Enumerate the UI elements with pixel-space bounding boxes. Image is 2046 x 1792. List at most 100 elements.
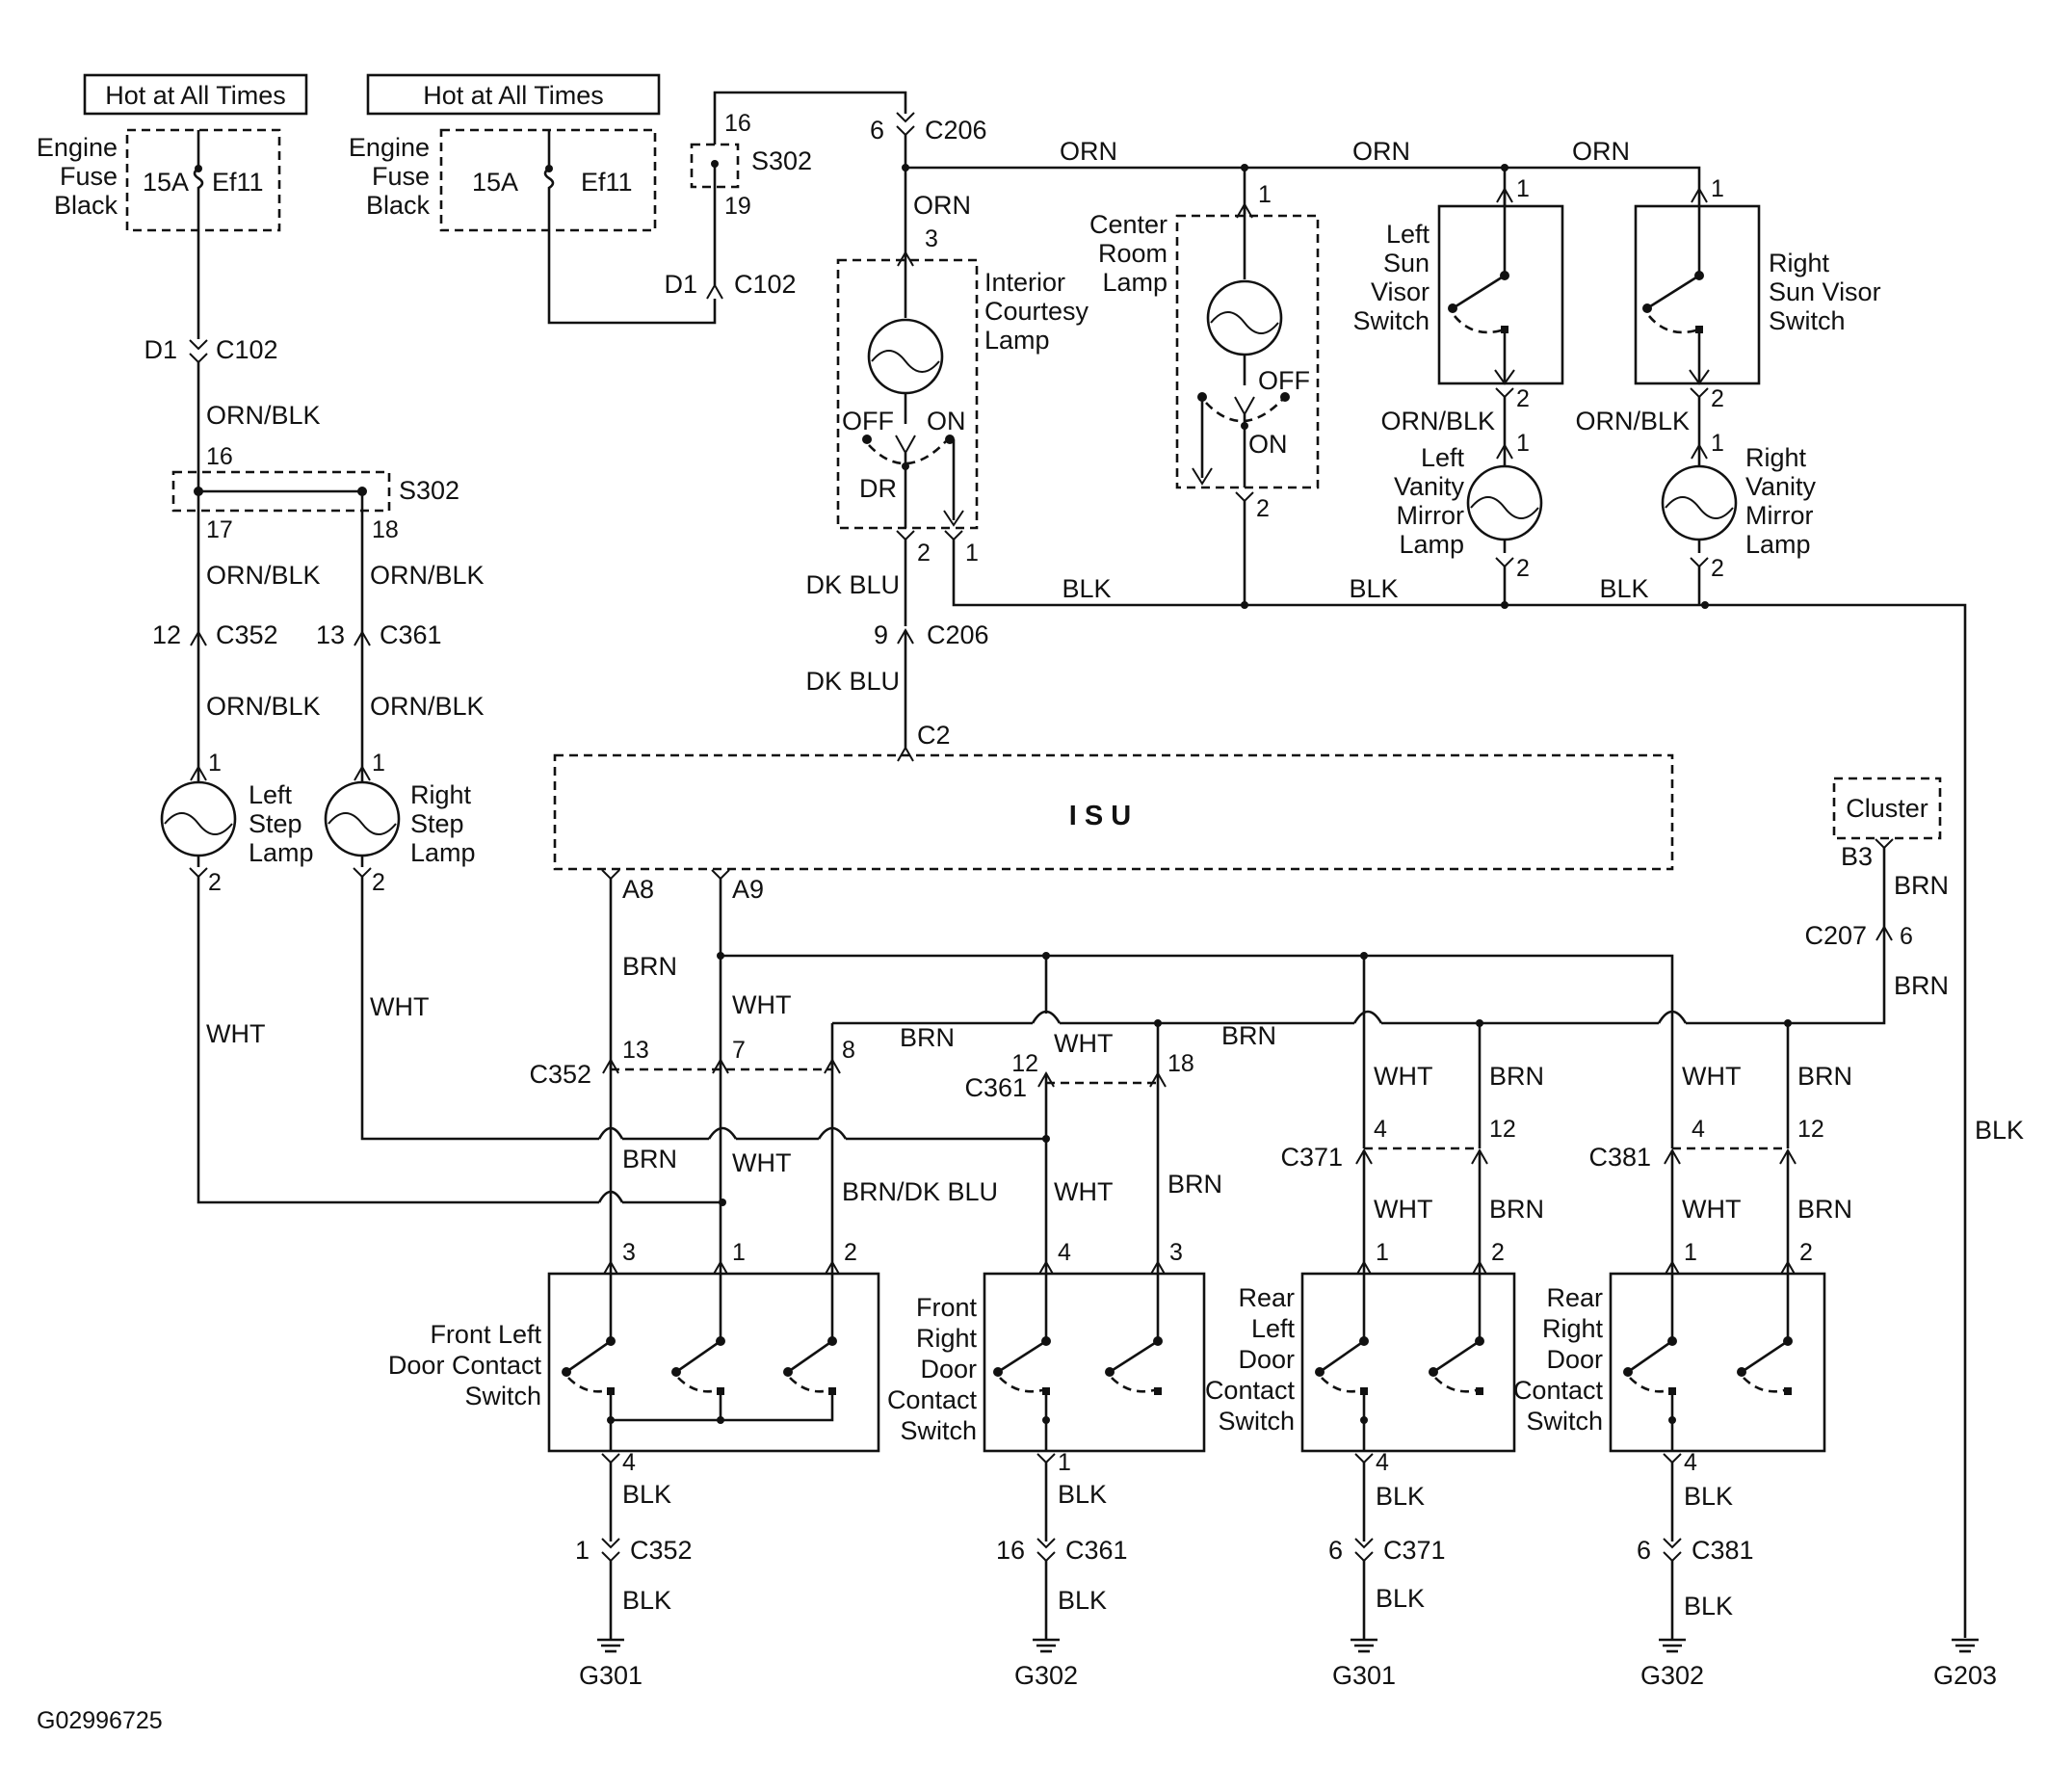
svg-text:ORN/BLK: ORN/BLK [206,401,321,430]
svg-text:8: 8 [842,1037,855,1064]
svg-text:ORN/BLK: ORN/BLK [370,561,485,590]
svg-text:BRN/DK BLU: BRN/DK BLU [842,1177,998,1206]
svg-text:Switch: Switch [1352,306,1430,335]
svg-text:C361: C361 [964,1073,1027,1102]
svg-text:17: 17 [206,516,233,543]
svg-text:2: 2 [1799,1239,1813,1266]
svg-text:WHT: WHT [1374,1195,1432,1224]
svg-text:WHT: WHT [1374,1062,1432,1091]
svg-text:1: 1 [1376,1239,1389,1266]
svg-text:BRN: BRN [622,1145,677,1173]
svg-text:Right: Right [410,780,472,809]
svg-text:Black: Black [366,191,431,220]
svg-text:BLK: BLK [1058,1586,1107,1615]
svg-text:Right: Right [1769,249,1830,277]
svg-text:BLK: BLK [1684,1482,1733,1511]
svg-text:4: 4 [1684,1449,1697,1476]
svg-text:BLK: BLK [1599,574,1648,603]
svg-text:WHT: WHT [370,992,429,1021]
svg-text:Door: Door [1238,1345,1295,1374]
svg-text:3: 3 [1169,1239,1183,1266]
svg-text:BLK: BLK [622,1586,671,1615]
svg-text:A9: A9 [732,875,764,904]
svg-text:Fuse: Fuse [372,162,430,191]
svg-text:S302: S302 [751,146,812,175]
svg-text:Lamp: Lamp [249,838,314,867]
svg-text:C361: C361 [380,620,442,649]
svg-text:Lamp: Lamp [1399,530,1464,559]
svg-text:G302: G302 [1640,1661,1704,1690]
svg-text:1: 1 [1711,430,1724,457]
svg-text:WHT: WHT [206,1019,265,1048]
svg-text:BLK: BLK [1376,1482,1425,1511]
svg-text:BRN: BRN [622,952,677,981]
svg-text:Room: Room [1098,239,1167,268]
svg-text:12: 12 [1797,1116,1824,1143]
svg-text:6: 6 [870,116,884,145]
svg-text:OFF: OFF [842,407,894,435]
svg-text:C207: C207 [1804,921,1867,950]
svg-text:Sun: Sun [1383,249,1430,277]
svg-text:Lamp: Lamp [1102,268,1167,297]
svg-text:Lamp: Lamp [1745,530,1811,559]
lamp-icon [324,780,401,857]
svg-text:WHT: WHT [732,990,791,1019]
rear-right-door-contact-switch: 1 2 Rear Right Door Contact Switch [1513,1239,1826,1453]
svg-text:Door Contact: Door Contact [388,1351,542,1380]
svg-text:7: 7 [732,1037,746,1064]
svg-text:Front: Front [916,1293,978,1322]
svg-text:BLK: BLK [1376,1584,1425,1613]
svg-text:1: 1 [575,1536,590,1565]
svg-text:ORN/BLK: ORN/BLK [370,692,485,721]
svg-text:1: 1 [732,1239,746,1266]
isu-module: I S U [553,753,1674,871]
svg-text:BRN: BRN [1797,1195,1852,1224]
svg-text:Engine: Engine [349,133,430,162]
svg-text:Right: Right [1745,443,1807,472]
ground-drop-1: 4 BLK 1 C352 BLK G301 [575,1449,693,1690]
svg-text:Vanity: Vanity [1394,472,1465,501]
left-sun-visor-switch: 1 Left Sun Visor Switch [1352,175,1564,385]
svg-text:G301: G301 [1332,1661,1396,1690]
svg-text:Rear: Rear [1546,1283,1603,1312]
fuse-icon [193,130,204,231]
splice-s302: S302 [171,470,459,513]
svg-text:2: 2 [844,1239,857,1266]
svg-text:BRN: BRN [900,1023,955,1052]
svg-text:ORN/BLK: ORN/BLK [206,692,321,721]
svg-text:WHT: WHT [1054,1029,1113,1058]
svg-text:ORN: ORN [1352,137,1410,166]
right-sun-visor-switch: 1 Right Sun Visor Switch [1634,175,1881,385]
svg-text:Vanity: Vanity [1745,472,1817,501]
svg-text:DR: DR [859,474,897,503]
svg-text:Hot at All Times: Hot at All Times [423,81,604,110]
svg-text:1: 1 [965,540,979,567]
ground-drop-3: 4 BLK 6 C371 BLK G301 [1328,1449,1446,1690]
svg-text:Switch: Switch [464,1382,541,1410]
right-step-lamp: Right Step Lamp [324,767,476,867]
rear-left-door-contact-switch: 1 2 Rear Left Door Contact Switch [1205,1239,1516,1453]
svg-text:ORN: ORN [1060,137,1117,166]
svg-text:BRN: BRN [1489,1062,1544,1091]
svg-text:9: 9 [874,620,888,649]
svg-text:2: 2 [1711,555,1724,582]
fuse-header: Hot at All Times [105,81,286,110]
svg-text:Mirror: Mirror [1397,501,1464,530]
fuse-icon [543,130,555,231]
svg-text:12: 12 [152,620,181,649]
svg-text:BRN: BRN [1797,1062,1852,1091]
svg-text:19: 19 [724,193,751,220]
svg-text:Front Left: Front Left [430,1320,541,1349]
svg-text:Visor: Visor [1371,277,1430,306]
svg-text:1: 1 [1516,430,1530,457]
svg-text:BRN: BRN [1894,971,1949,1000]
svg-text:3: 3 [622,1239,636,1266]
svg-text:Interior: Interior [984,268,1065,297]
svg-text:1: 1 [1711,175,1724,202]
svg-text:Black: Black [54,191,118,220]
svg-text:C102: C102 [734,270,797,299]
svg-text:1: 1 [372,750,385,777]
svg-text:Ef11: Ef11 [581,168,633,197]
svg-text:WHT: WHT [732,1148,791,1177]
